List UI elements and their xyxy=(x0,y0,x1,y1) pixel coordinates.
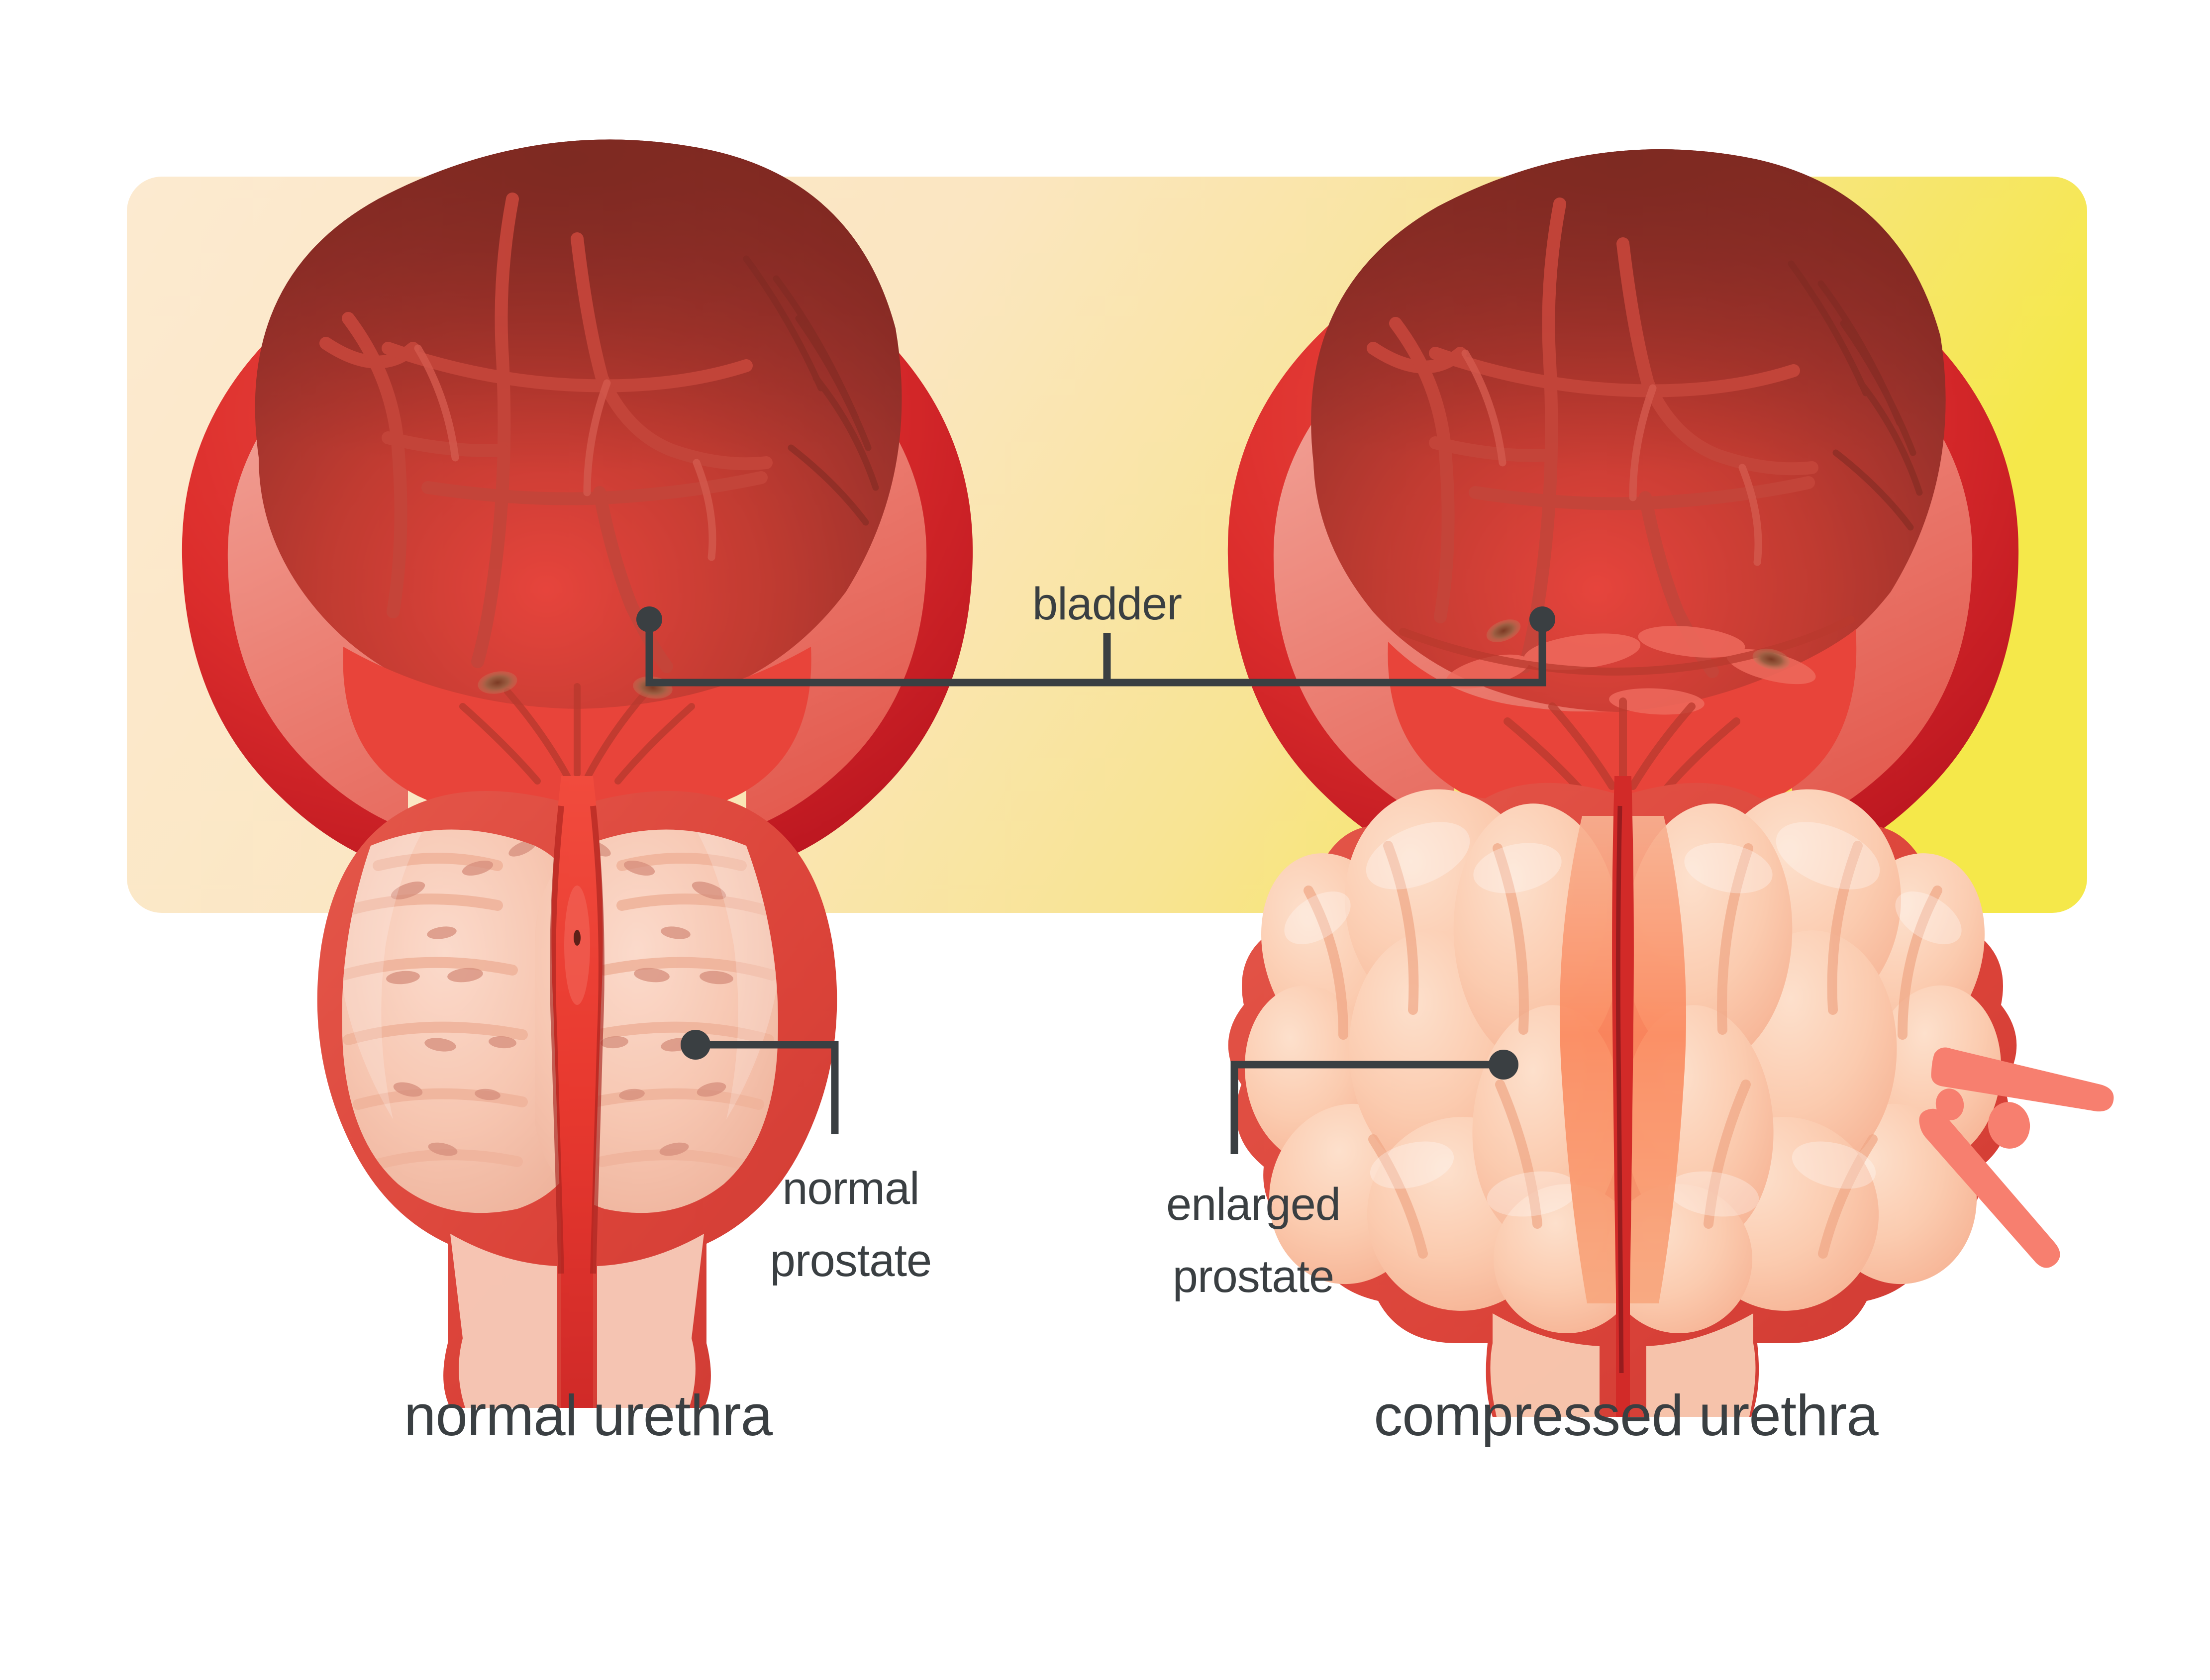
left-anatomy-group xyxy=(182,139,973,1408)
right-ureteral-orifice-left xyxy=(1486,619,1521,642)
pain-dot-large xyxy=(1988,1102,2030,1149)
left-urethra-shading xyxy=(550,805,604,1274)
right-urethra-highlight xyxy=(1615,805,1624,1374)
bladder-leader-dot-right xyxy=(1529,606,1555,632)
bladder-leader-line xyxy=(645,619,1546,687)
normal-prostate-leader-dot xyxy=(681,1030,710,1060)
enlarged-prostate-leader-line xyxy=(1230,1061,1504,1154)
pain-dot-small xyxy=(1935,1088,1964,1120)
caption-left: normal urethra xyxy=(404,1383,773,1448)
enlarged-prostate-label-line1: enlarged xyxy=(1166,1179,1340,1230)
enlarged-prostate-label-line2: prostate xyxy=(1173,1251,1334,1302)
right-anatomy-group xyxy=(1227,149,2019,1417)
left-ureteral-orifice-left xyxy=(478,671,517,694)
bladder-label: bladder xyxy=(1032,579,1182,629)
normal-prostate-leader-line xyxy=(696,1041,839,1134)
enlarged-prostate-leader-dot xyxy=(1489,1050,1518,1080)
normal-prostate-label-line2: prostate xyxy=(770,1235,931,1286)
pain-stroke-lower xyxy=(1919,1108,2060,1268)
right-prostate-nodules-right xyxy=(1605,789,2002,1333)
caption-right: compressed urethra xyxy=(1374,1383,1879,1448)
left-prostate-apex xyxy=(450,1234,557,1408)
normal-prostate-label-line1: normal xyxy=(782,1163,919,1214)
left-prostate-apex-mirror xyxy=(597,1234,704,1408)
left-prostate-lobe-left xyxy=(342,829,587,1213)
left-urethra xyxy=(551,776,603,1408)
right-prostate-apex-right xyxy=(1646,1313,1756,1417)
callout-leaders xyxy=(636,606,1555,1154)
left-trigone-folds xyxy=(459,683,695,785)
bladder-leader-dot-left xyxy=(636,606,662,632)
pain-emphasis-marks xyxy=(1919,1047,2114,1268)
right-prostate-apex-left xyxy=(1490,1313,1600,1417)
left-urethral-lumen-dot xyxy=(574,930,581,946)
pain-stroke-upper xyxy=(1931,1047,2114,1112)
right-bladder-trabeculations xyxy=(1399,615,1855,796)
right-ureteral-orifice-right xyxy=(1752,648,1790,670)
